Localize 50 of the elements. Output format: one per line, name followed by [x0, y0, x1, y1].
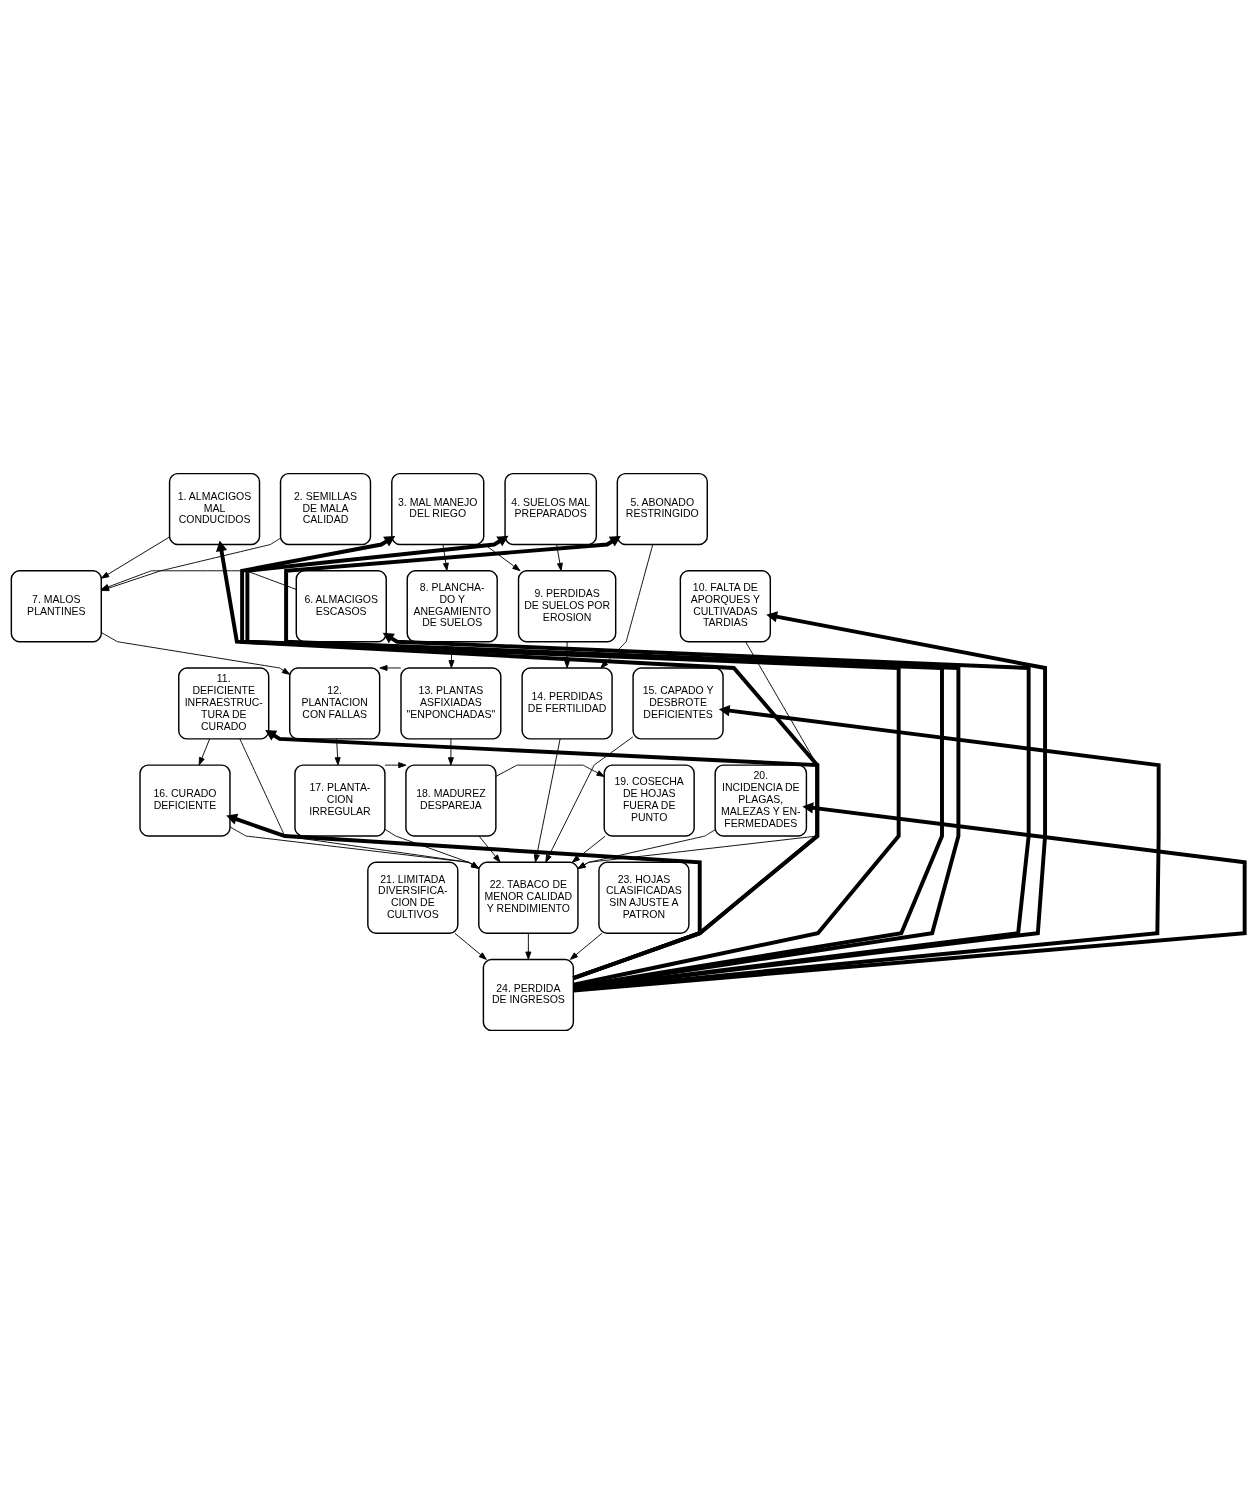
- arrow: [533, 738, 561, 863]
- node-box: 15. CAPADO Y DESBROTE DEFICIENTES: [632, 667, 724, 740]
- arrow: [384, 762, 407, 769]
- node-box: 22. TABACO DE MENOR CALIDAD Y RENDIMIENTO: [478, 861, 579, 934]
- arrow: [239, 738, 480, 869]
- node-box: 5. ABONADO RESTRINGIDO: [616, 472, 708, 546]
- arrow: [495, 764, 605, 777]
- node-box: 12. PLANTACION CON FALLAS: [289, 667, 381, 740]
- arrow: [447, 738, 454, 766]
- arrow: [226, 813, 702, 981]
- node-box: 11. DEFICIENTE INFRAESTRUC- TURA DE CURADO: [178, 667, 270, 740]
- arrow: [573, 802, 1247, 993]
- node-box: 13. PLANTAS ASFIXIADAS "ENPONCHADAS": [400, 667, 502, 740]
- node-box: 20. INCIDENCIA DE PLAGAS, MALEZAS Y EN- FERMEDADES: [714, 764, 808, 837]
- arrow: [379, 664, 402, 671]
- arrow: [545, 736, 634, 863]
- node-box: 24. PERDIDA DE INGRESOS: [482, 958, 575, 1032]
- arrow: [100, 632, 291, 675]
- arrow: [569, 932, 603, 960]
- arrow: [571, 835, 606, 863]
- node-box: 3. MAL MANEJO DEL RIEGO: [391, 472, 485, 546]
- node-box: 14. PERDIDAS DE FERTILIDAD: [521, 667, 613, 740]
- node-box: 9. PERDIDAS DE SUELOS POR EROSION: [517, 570, 617, 643]
- arrow: [600, 544, 654, 669]
- arrow: [442, 544, 449, 572]
- arrow: [384, 828, 480, 869]
- node-box: 19. COSECHA DE HOJAS FUERA DE PUNTO: [603, 764, 695, 837]
- arrow: [525, 932, 532, 960]
- arrow: [577, 829, 716, 869]
- node-box: 6. ALMACIGOS ESCASOS: [295, 570, 387, 643]
- node-box: 17. PLANTA- CION IRREGULAR: [294, 764, 386, 837]
- node-box: 1. ALMACIGOS MAL CONDUCIDOS: [168, 472, 261, 546]
- node-box: 18. MADUREZ DESPAREJA: [405, 764, 497, 837]
- arrow: [556, 544, 563, 572]
- arrow: [198, 738, 211, 766]
- arrow: [215, 540, 820, 981]
- node-box: 7. MALOS PLANTINES: [10, 570, 102, 643]
- node-box: 8. PLANCHA- DO Y ANEGAMIENTO DE SUELOS: [406, 570, 498, 643]
- node-box: 23. HOJAS CLASIFICADAS SIN AJUSTE A PATRON: [598, 861, 690, 934]
- node-box: 2. SEMILLAS DE MALA CALIDAD: [279, 472, 372, 546]
- arrow: [334, 738, 341, 766]
- arrow: [229, 826, 480, 869]
- node-box: 16. CURADO DEFICIENTE: [139, 764, 231, 837]
- arrow: [454, 932, 487, 960]
- node-box: 10. FALTA DE APORQUES Y CULTIVADAS TARDIAS: [679, 570, 772, 643]
- node-box: 4. SUELOS MAL PREPARADOS: [504, 472, 598, 546]
- arrow: [478, 835, 501, 863]
- node-box: 21. LIMITADA DIVERSIFICA- CION DE CULTIVOS: [367, 861, 459, 934]
- arrow: [101, 536, 170, 579]
- arrow: [564, 641, 571, 669]
